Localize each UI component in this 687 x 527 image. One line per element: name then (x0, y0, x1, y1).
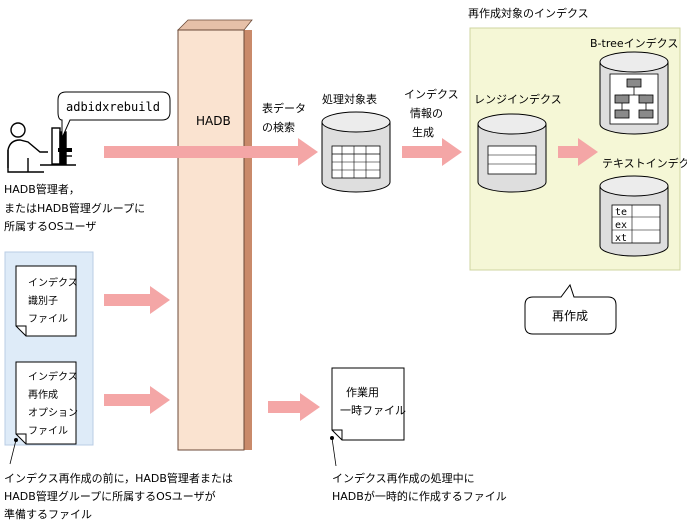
arrow-admin-to-table (104, 138, 318, 166)
hadb-pillar (177, 29, 245, 451)
index-id-file-line3: ファイル (28, 314, 68, 325)
range-index-cylinder (477, 113, 547, 193)
generate-label-2: 情報の (410, 107, 443, 120)
temp-file: 作業用 一時ファイル (331, 367, 406, 441)
command-bubble: adbidxrebuild (57, 91, 171, 139)
command-text: adbidxrebuild (66, 100, 160, 114)
text-index-label: テキストインデクス (602, 156, 687, 170)
index-id-file-line1: インデクス (28, 276, 78, 289)
search-label-2: の検索 (262, 120, 295, 134)
temp-file-line2: 一時ファイル (340, 404, 406, 417)
right-note-2: HADBが一時的に作成するファイル (332, 489, 507, 503)
left-note-leader (9, 438, 18, 465)
left-note-3: 準備するファイル (4, 507, 92, 521)
rebuild-option-file-line4: ファイル (28, 426, 68, 437)
search-label-1: 表データ (262, 101, 306, 115)
rebuild-option-file: インデクス 再作成 オプション ファイル (15, 361, 78, 445)
rebuild-bubble: 再作成 (524, 283, 617, 335)
rebuild-bubble-text: 再作成 (552, 309, 588, 323)
temp-file-line1: 作業用 (346, 386, 379, 399)
hadb-pillar-top (177, 19, 253, 31)
admin-caption-1: HADB管理者， (4, 182, 80, 196)
hadb-pillar-side (244, 30, 252, 450)
generate-label-3: 生成 (412, 125, 434, 139)
index-id-file: インデクス 識別子 ファイル (15, 265, 78, 337)
text-index-cell-1: te (615, 207, 627, 218)
range-index-label: レンジインデクス (474, 92, 562, 106)
admin-caption-2: またはHADB管理グループに (4, 201, 145, 215)
rebuilt-group-title: 再作成対象のインデクス (468, 6, 589, 20)
index-id-file-line2: 識別子 (28, 294, 58, 307)
target-table-label: 処理対象表 (322, 92, 377, 106)
arrow-optfile-to-hadb (104, 386, 170, 414)
arrow-range-to-text (558, 138, 598, 166)
arrow-hadb-to-temp (268, 393, 320, 421)
hadb-label: HADB (196, 114, 231, 128)
right-note-1: インデクス再作成の処理中に (332, 471, 475, 485)
right-note-leader (330, 436, 337, 467)
left-note-1: インデクス再作成の前に，HADB管理者または (4, 471, 233, 485)
text-index-cell-3: xt (615, 233, 627, 244)
rebuild-option-file-line3: オプション (28, 407, 78, 419)
arrow-idfile-to-hadb (104, 286, 170, 314)
rebuild-option-file-line2: 再作成 (28, 389, 58, 401)
text-index-cylinder: te ex xt (599, 175, 669, 257)
btree-tree-icon (614, 78, 654, 119)
target-table-cylinder (321, 111, 391, 193)
generate-label-1: インデクス (404, 87, 459, 101)
arrow-table-to-index (402, 138, 462, 166)
btree-index-cylinder (599, 51, 669, 135)
left-note-2: HADB管理グループに所属するOSユーザが (4, 489, 216, 503)
admin-caption-3: 所属するOSユーザ (4, 220, 96, 233)
text-index-cell-2: ex (615, 220, 627, 231)
btree-index-label: B-treeインデクス (590, 36, 678, 50)
rebuild-option-file-line1: インデクス (28, 370, 78, 383)
